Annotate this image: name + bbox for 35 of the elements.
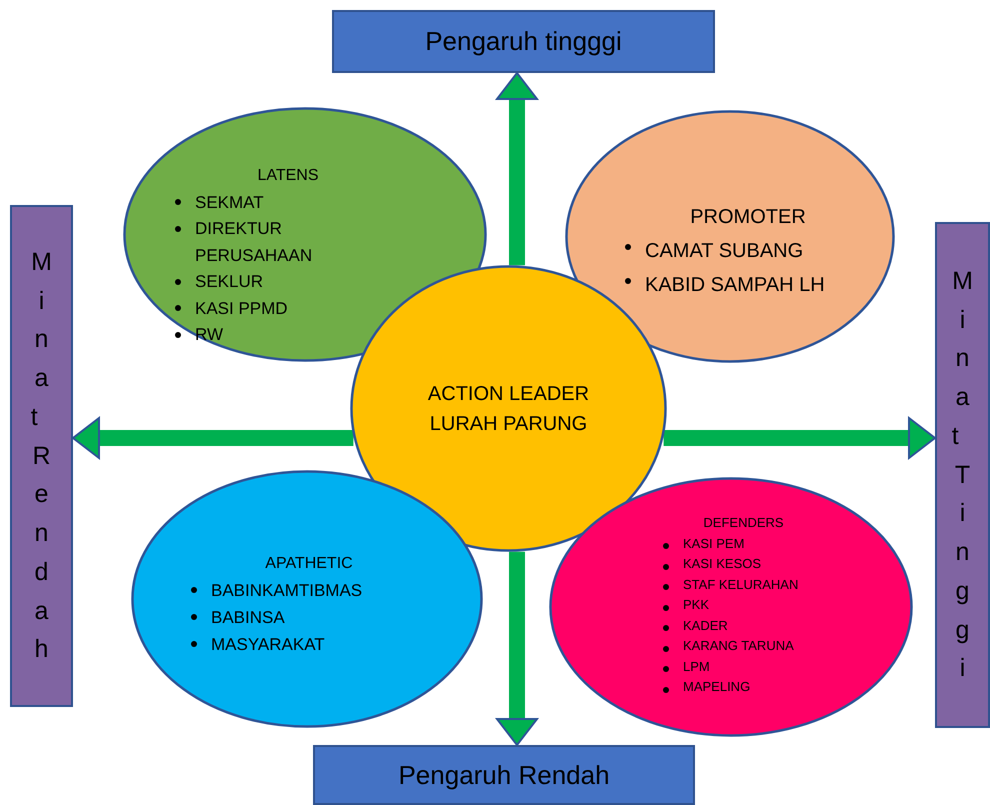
vertical-axis-label: Minat Tinggi <box>950 266 982 684</box>
vertical-axis-label: Minat Rendah <box>30 246 60 666</box>
list-item: KADER <box>683 616 729 634</box>
list-item: DIREKTUR PERUSAHAAN <box>195 218 314 266</box>
quadrant-heading: LATENS <box>256 166 320 186</box>
arrow <box>496 72 538 266</box>
center-label: ACTION LEADER LURAH PARUNG <box>426 382 590 436</box>
list-item: RW <box>195 324 224 346</box>
list-item: SEKLUR <box>195 271 264 293</box>
list-item: KASI PPMD <box>195 298 289 320</box>
list-item: MASYARAKAT <box>211 634 326 656</box>
list-item: SEKMAT <box>195 192 265 214</box>
list-item: BABINSA <box>211 607 286 629</box>
list-item: KARANG TARUNA <box>683 637 795 655</box>
arrow <box>664 417 936 459</box>
list-item: LPM <box>683 658 711 676</box>
axis-label: Pengaruh tingggi <box>425 25 622 58</box>
list-item: BABINKAMTIBMAS <box>211 580 364 602</box>
axis-label-box <box>332 10 715 73</box>
list-item: KABID SAMPAH LH <box>645 273 826 298</box>
list-item: KASI KESOS <box>683 555 762 573</box>
list-item: MAPELING <box>683 678 752 696</box>
list-item: KASI PEM <box>683 534 746 552</box>
list-item: CAMAT SUBANG <box>645 239 804 264</box>
axis-label: Pengaruh Rendah <box>398 758 610 792</box>
list-item: STAF KELURAHAN <box>683 576 800 594</box>
quadrant-heading: DEFENDERS <box>702 514 785 532</box>
arrow <box>72 417 354 459</box>
list-item: PKK <box>683 596 710 614</box>
axis-label-box <box>935 222 990 728</box>
axis-label-box <box>10 205 73 707</box>
arrow <box>496 552 538 746</box>
quadrant-heading: APATHETIC <box>264 554 354 574</box>
axis-label-box <box>313 745 695 805</box>
quadrant-heading: PROMOTER <box>689 205 807 230</box>
